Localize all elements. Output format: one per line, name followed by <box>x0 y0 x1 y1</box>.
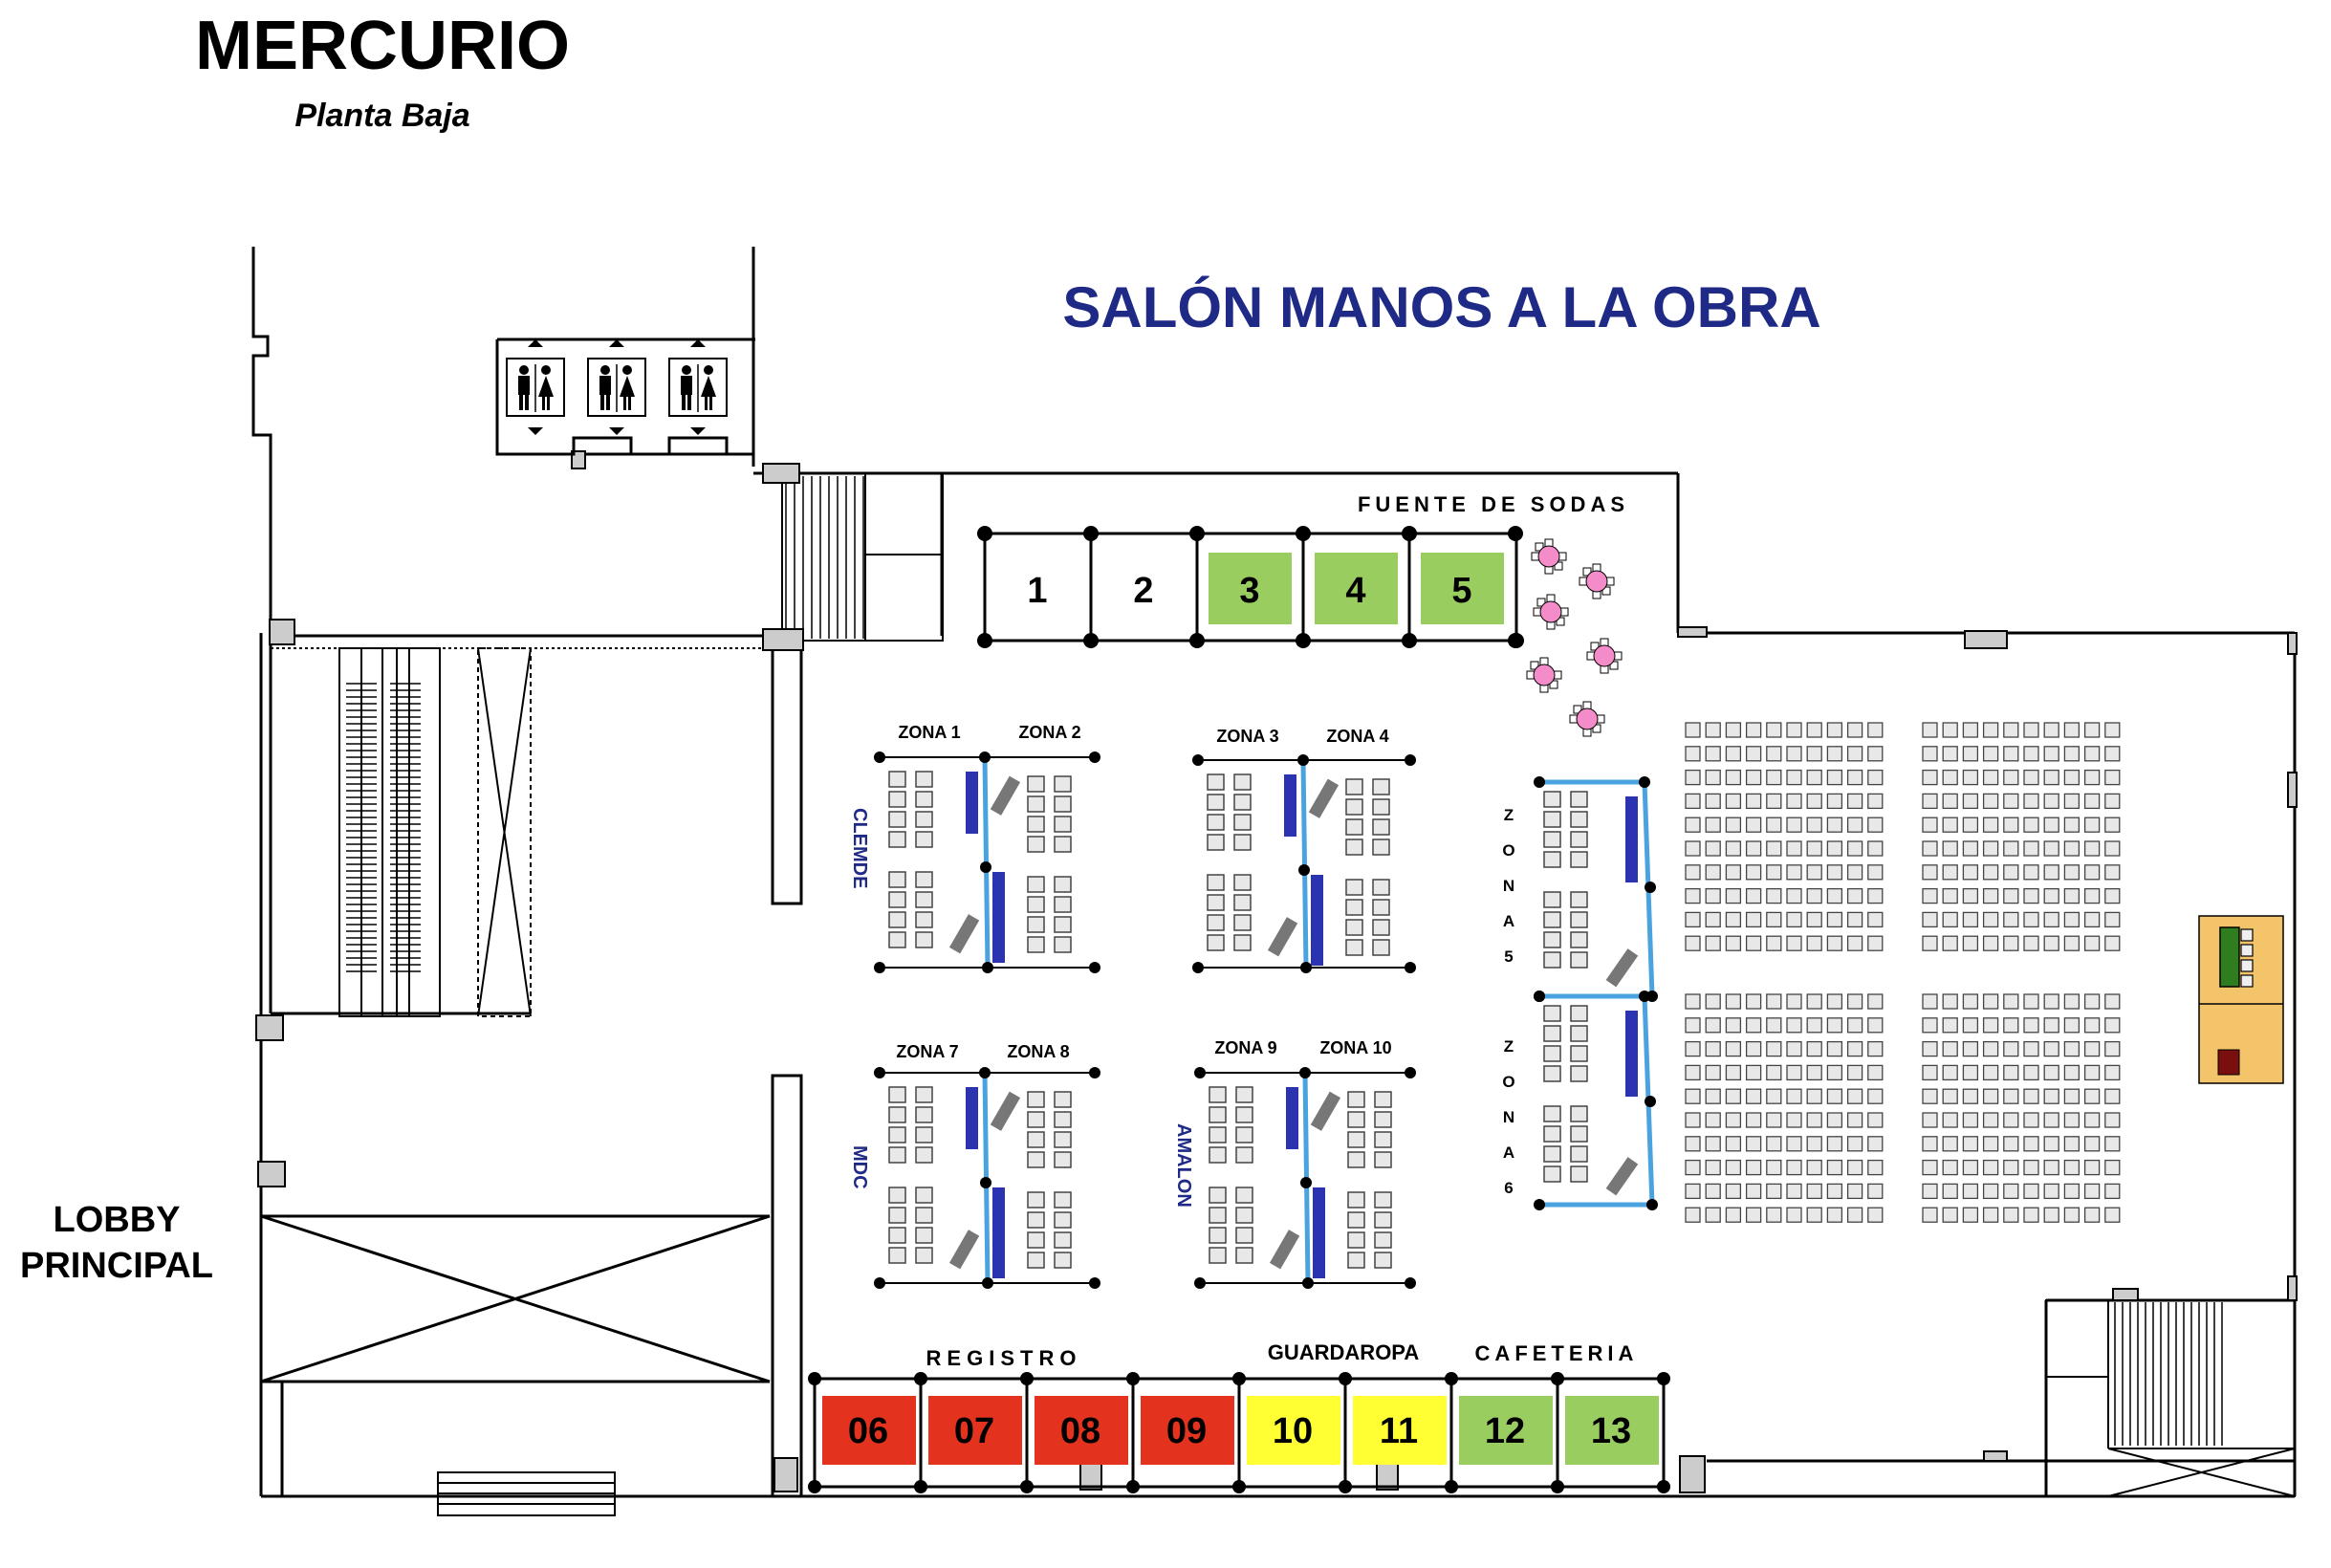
booth-09: 09 <box>1131 1379 1234 1487</box>
stairs-bottom-right <box>2045 1299 2296 1497</box>
booth-number: 3 <box>1239 571 1259 611</box>
restroom-icon <box>495 339 753 456</box>
zone-pod <box>874 1067 1100 1289</box>
zone-letter: O <box>1502 1073 1514 1091</box>
lobby-bench <box>437 1471 616 1516</box>
zone-2-label: ZONA 2 <box>1018 723 1080 742</box>
zone-7-label: ZONA 7 <box>896 1042 958 1061</box>
stairs-top <box>781 472 944 642</box>
zone-9-label: ZONA 9 <box>1214 1038 1276 1057</box>
restroom-icon <box>506 339 565 435</box>
booth-12: 12 <box>1449 1379 1553 1487</box>
venue-title: MERCURIO <box>195 8 570 84</box>
lobby-label-line2: PRINCIPAL <box>20 1246 213 1286</box>
round-table-icon <box>1526 538 1623 737</box>
top-booths: 1 2 3 4 5 <box>977 526 1524 648</box>
sponsor-amalon-label: AMALON <box>1173 1123 1194 1208</box>
booth-number: 1 <box>1027 571 1047 611</box>
cafeteria-label: CAFETERIA <box>1475 1341 1639 1365</box>
restroom-icon <box>668 339 728 435</box>
zone-letter: Z <box>1504 806 1514 824</box>
booth-number: 13 <box>1591 1411 1631 1451</box>
guardaropa-label: GUARDAROPA <box>1268 1340 1420 1364</box>
round-table-icon <box>1569 701 1605 737</box>
zone-letter: 6 <box>1504 1179 1513 1197</box>
booth-4: 4 <box>1301 534 1398 641</box>
round-table-icon <box>1579 563 1615 599</box>
structural-columns <box>255 450 2298 1493</box>
zone-pod <box>1192 754 1416 973</box>
zone-letter: N <box>1503 877 1514 895</box>
booth-number: 12 <box>1485 1411 1525 1451</box>
booth-number: 4 <box>1345 571 1365 611</box>
zone-letter: Z <box>1504 1037 1514 1056</box>
zone-letter: A <box>1503 1143 1514 1162</box>
booth-11: 11 <box>1343 1379 1447 1487</box>
escalator-steps <box>346 683 421 972</box>
booth-10: 10 <box>1237 1379 1340 1487</box>
booth-number: 11 <box>1380 1411 1418 1451</box>
zone-pod <box>874 751 1100 973</box>
round-table-icon <box>1533 594 1569 630</box>
zone-3-label: ZONA 3 <box>1216 727 1278 746</box>
round-table-icon <box>1526 657 1562 693</box>
booth-number: 08 <box>1060 1411 1100 1451</box>
booth-3: 3 <box>1195 534 1292 641</box>
zone-1-label: ZONA 1 <box>898 723 960 742</box>
bottom-booths: 06 07 08 09 10 11 12 13 <box>808 1372 1670 1493</box>
booth-number: 09 <box>1166 1411 1207 1451</box>
booth-number: 06 <box>848 1411 888 1451</box>
zone-pod <box>1534 991 1658 1210</box>
booth-2: 2 <box>1089 534 1154 641</box>
booth-07: 07 <box>919 1379 1022 1487</box>
zone-5-label: ZONA 5 <box>1502 806 1514 966</box>
booth-06: 06 <box>813 1379 916 1487</box>
floor-subtitle: Planta Baja <box>294 98 469 134</box>
zone-letter: N <box>1503 1108 1514 1126</box>
registro-label: REGISTRO <box>926 1346 1082 1370</box>
lobby-label-line1: LOBBY <box>54 1200 181 1240</box>
booth-number: 5 <box>1451 571 1471 611</box>
zone-4-label: ZONA 4 <box>1326 727 1388 746</box>
booth-number: 07 <box>954 1411 994 1451</box>
zone-10-label: ZONA 10 <box>1319 1038 1391 1057</box>
booth-number: 2 <box>1133 571 1153 611</box>
restroom-icon <box>587 339 646 435</box>
zone-letter: O <box>1502 841 1514 860</box>
booth-1: 1 <box>983 534 1048 641</box>
zone-6-label: ZONA 6 <box>1502 1037 1514 1197</box>
round-table-icon <box>1586 638 1623 674</box>
sponsor-clemde-label: CLEMDE <box>849 808 870 888</box>
booth-number: 10 <box>1273 1411 1313 1451</box>
zone-pod <box>1534 776 1658 1002</box>
hall-title: SALÓN MANOS A LA OBRA <box>1062 275 1820 339</box>
zone-letter: A <box>1503 912 1514 930</box>
round-table-icon <box>1531 538 1567 575</box>
stage <box>2198 915 2284 1084</box>
zone-pod <box>1194 1067 1416 1289</box>
zone-pods <box>874 751 1658 1289</box>
booth-08: 08 <box>1025 1379 1128 1487</box>
booth-5: 5 <box>1407 534 1504 641</box>
sponsor-mdc-label: MDC <box>849 1145 870 1189</box>
zone-letter: 5 <box>1504 947 1513 966</box>
booth-13: 13 <box>1556 1379 1659 1487</box>
auditorium-seating <box>1685 722 2121 1223</box>
escalator-icon <box>338 647 532 1017</box>
fuente-de-sodas-label: FUENTE DE SODAS <box>1358 492 1629 516</box>
zone-8-label: ZONA 8 <box>1007 1042 1069 1061</box>
